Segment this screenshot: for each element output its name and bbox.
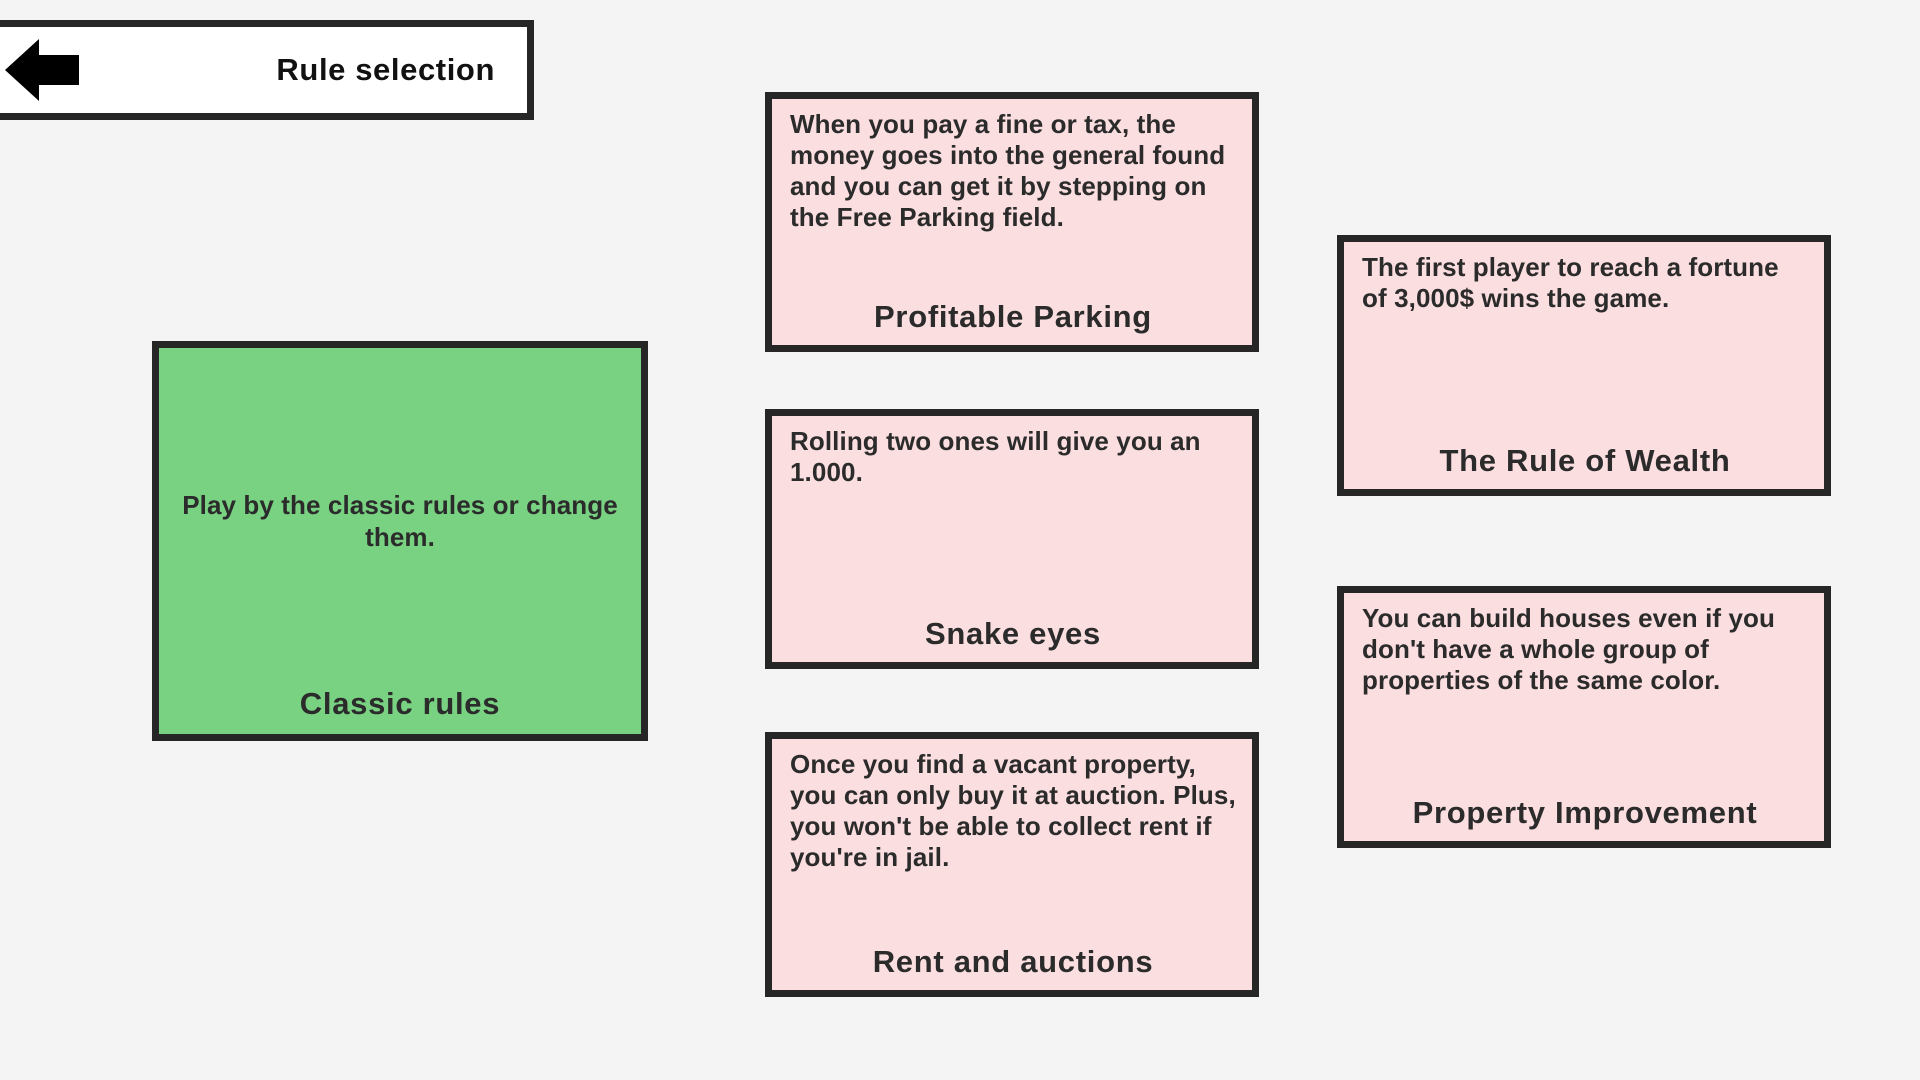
card-title: Snake eyes xyxy=(925,616,1101,651)
card-spacer-top xyxy=(181,358,619,490)
card-title: The Rule of Wealth xyxy=(1439,443,1731,478)
rule-card-the-rule-of-wealth[interactable]: The first player to reach a fortune of 3… xyxy=(1337,235,1831,496)
rule-card-property-improvement[interactable]: You can build houses even if you don't h… xyxy=(1337,586,1831,848)
card-spacer-bottom xyxy=(181,554,619,686)
card-description: When you pay a fine or tax, the money go… xyxy=(790,109,1226,232)
card-description: You can build houses even if you don't h… xyxy=(1362,603,1776,695)
card-description: The first player to reach a fortune of 3… xyxy=(1362,252,1779,313)
card-description: Play by the classic rules or change them… xyxy=(182,490,618,552)
page-title: Rule selection xyxy=(276,52,495,87)
back-arrow-icon[interactable] xyxy=(3,37,81,103)
rule-card-classic-rules[interactable]: Play by the classic rules or change them… xyxy=(152,341,648,741)
card-description: Rolling two ones will give you an 1.000. xyxy=(790,426,1201,487)
rule-card-profitable-parking[interactable]: When you pay a fine or tax, the money go… xyxy=(765,92,1259,352)
card-title: Classic rules xyxy=(299,686,501,721)
rule-card-rent-and-auctions[interactable]: Once you find a vacant property, you can… xyxy=(765,732,1259,997)
card-title: Rent and auctions xyxy=(872,944,1154,979)
back-navigation-bar[interactable]: Rule selection xyxy=(0,20,534,120)
card-title: Property Improvement xyxy=(1412,795,1758,830)
card-title: Profitable Parking xyxy=(874,299,1152,334)
rule-card-snake-eyes[interactable]: Rolling two ones will give you an 1.000.… xyxy=(765,409,1259,669)
card-description: Once you find a vacant property, you can… xyxy=(790,749,1236,872)
